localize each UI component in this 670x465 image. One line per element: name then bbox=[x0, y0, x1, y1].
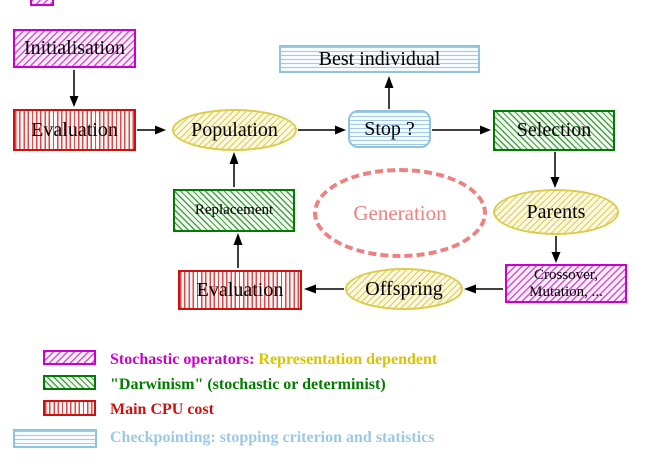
arrow-offspring-to-evaluation bbox=[304, 284, 344, 294]
node-offspring: Offspring bbox=[345, 268, 463, 310]
node-crossover-mutation-label: Crossover, Mutation, ... bbox=[529, 266, 603, 300]
cropped-magenta-fragment bbox=[30, 0, 54, 6]
node-population: Population bbox=[172, 109, 297, 151]
generation-loop-ellipse: Generation bbox=[313, 168, 487, 258]
legend-label-darwinism: "Darwinism" (stochastic or determinist) bbox=[110, 376, 386, 393]
legend-swatch-darwinism bbox=[43, 375, 96, 390]
arrow-initialisation-to-evaluation bbox=[69, 70, 79, 107]
node-offspring-label: Offspring bbox=[365, 277, 443, 300]
node-best-individual: Best individual bbox=[279, 45, 480, 73]
legend-swatch-main-cpu-cost bbox=[43, 400, 96, 416]
node-crossover-mutation: Crossover, Mutation, ... bbox=[505, 264, 627, 303]
generation-label: Generation bbox=[353, 200, 447, 225]
node-initialisation: Initialisation bbox=[13, 29, 136, 68]
node-initialisation-label: Initialisation bbox=[23, 37, 126, 59]
node-evaluation-top: Evaluation bbox=[13, 109, 136, 151]
legend-label-stochastic-operators: Stochastic operators: Representation dep… bbox=[110, 351, 438, 368]
node-best-individual-label: Best individual bbox=[318, 47, 441, 70]
node-selection-label: Selection bbox=[516, 119, 592, 141]
arrow-population-to-stop bbox=[298, 125, 346, 135]
arrow-selection-to-parents bbox=[550, 152, 560, 188]
node-parents-label: Parents bbox=[526, 200, 586, 223]
node-parents: Parents bbox=[493, 189, 619, 235]
arrow-evaluation-to-replacement bbox=[233, 233, 243, 268]
node-evaluation-bottom-label: Evaluation bbox=[196, 278, 284, 301]
node-evaluation-top-label: Evaluation bbox=[31, 118, 118, 141]
node-replacement: Replacement bbox=[173, 189, 295, 232]
arrow-crossover-to-offspring bbox=[464, 284, 503, 294]
legend-swatch-stochastic-operators bbox=[43, 350, 96, 365]
node-replacement-label: Replacement bbox=[194, 202, 274, 218]
arrow-parents-to-crossover bbox=[551, 236, 561, 263]
arrow-stop-to-selection bbox=[432, 125, 491, 135]
node-selection: Selection bbox=[493, 110, 615, 151]
legend-label-main-cpu-cost: Main CPU cost bbox=[110, 401, 214, 418]
legend-swatch-checkpointing bbox=[13, 429, 97, 448]
arrow-evaluation-to-population bbox=[137, 125, 166, 135]
node-stop-label: Stop ? bbox=[364, 117, 415, 140]
arrow-stop-to-best-individual bbox=[384, 76, 394, 109]
node-population-label: Population bbox=[191, 118, 278, 141]
node-evaluation-bottom: Evaluation bbox=[178, 270, 302, 310]
legend-label-checkpointing: Checkpointing: stopping criterion and st… bbox=[110, 429, 435, 446]
node-stop: Stop ? bbox=[348, 110, 431, 148]
arrow-replacement-to-population bbox=[229, 152, 239, 187]
